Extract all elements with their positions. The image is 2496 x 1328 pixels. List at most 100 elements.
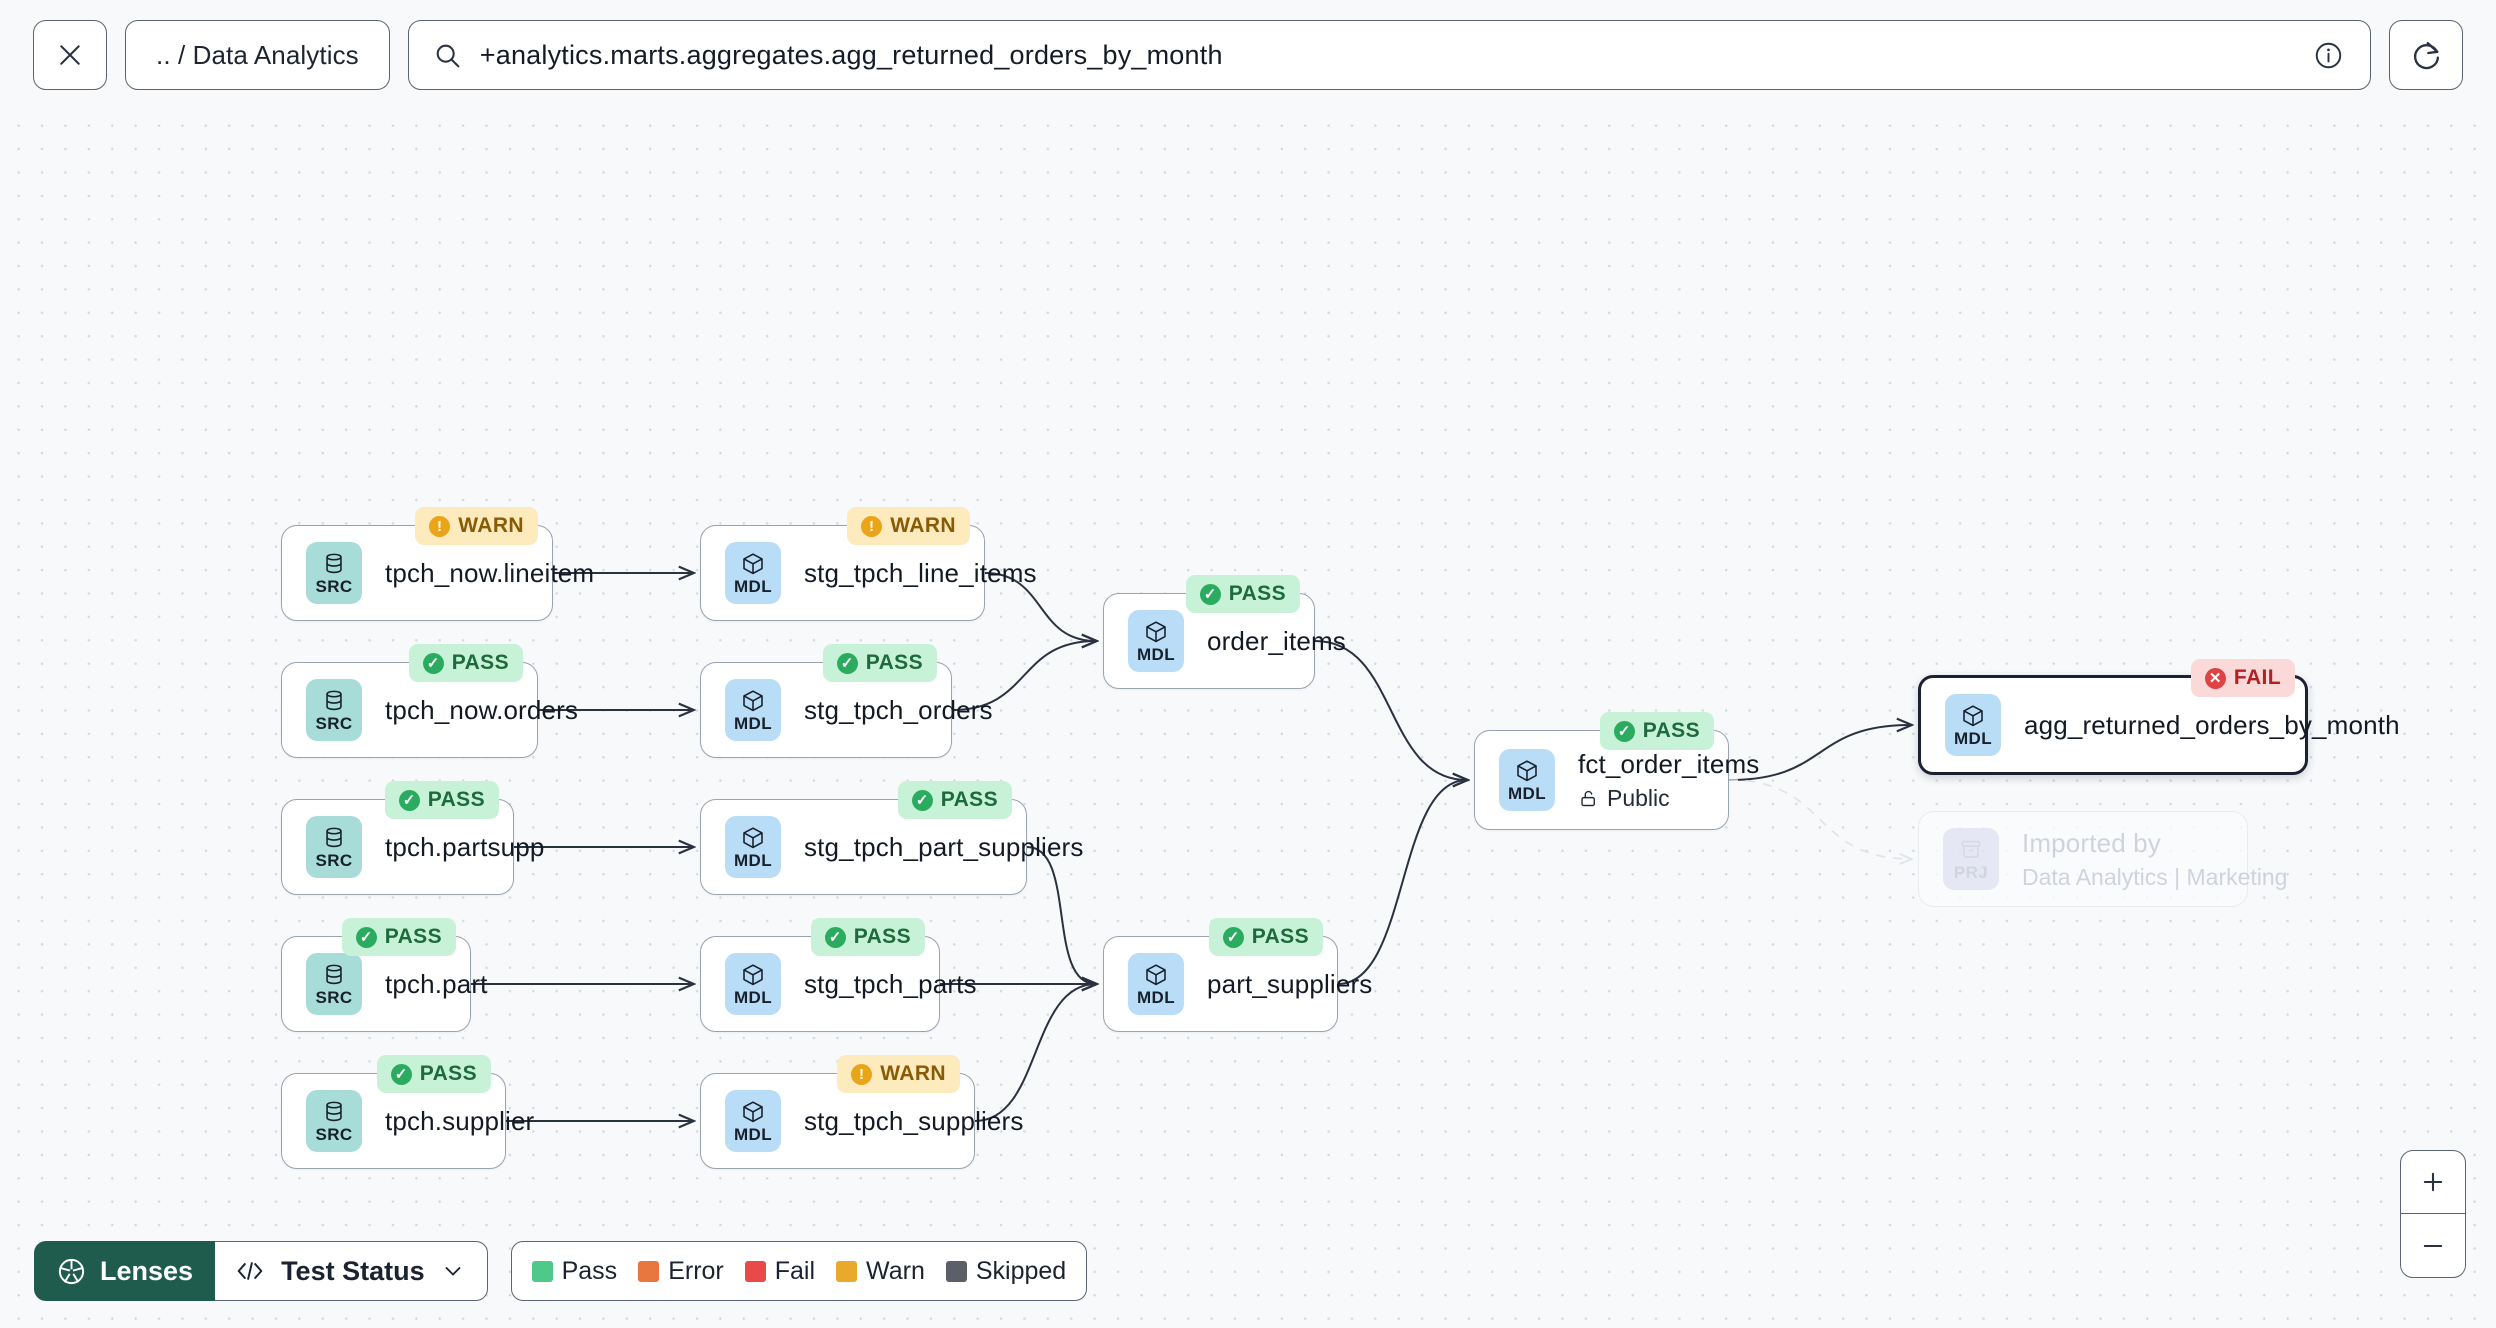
cube-icon: [1146, 621, 1166, 643]
lineage-node-agg_returned_orders_by_month[interactable]: ✕FAIL MDL agg_returned_orders_by_month: [1918, 659, 2400, 775]
lineage-node-stg_tpch_part_suppliers[interactable]: ✓PASS MDL stg_tpch_part_suppliers: [700, 781, 1083, 895]
cube-icon: [743, 964, 763, 986]
node-kind-label: SRC: [315, 851, 353, 870]
lineage-node-tpch_part[interactable]: ✓PASS SRC tpch.part: [281, 918, 487, 1032]
node-status-label: WARN: [890, 514, 956, 537]
lineage-node-tpch_supplier[interactable]: ✓ PASS SRC tpch.supplier: [281, 1055, 534, 1169]
lineage-node-tpch_now_orders[interactable]: ✓PASS SRC tpch_now.orders: [281, 644, 578, 758]
refresh-button[interactable]: [2389, 20, 2463, 90]
lineage-edge-order_items-to-fct_order_items: [1314, 640, 1467, 780]
node-title: tpch.part: [385, 968, 488, 999]
node-status-badge: ✓PASS: [408, 644, 523, 682]
lineage-node-fct_order_items[interactable]: ✓PASS MDL fct_order_items Public: [1474, 712, 1759, 830]
node-title: tpch.partsupp: [385, 831, 545, 862]
legend-item-skipped[interactable]: Skipped: [945, 1256, 1067, 1286]
node-status-label: PASS: [940, 788, 998, 811]
lenses-button[interactable]: Lenses: [34, 1241, 216, 1301]
node-status-label: PASS: [1642, 719, 1700, 742]
status-dot-icon: !: [861, 515, 883, 537]
lineage-edge-stg_tpch_orders-to-order_items: [951, 641, 1096, 711]
zoom-controls: [2400, 1150, 2466, 1278]
legend-label: Pass: [561, 1256, 618, 1285]
status-dot-icon: ✓: [1222, 926, 1244, 948]
lineage-node-imported_by_project: PRJ Imported by Data Analytics | Marketi…: [1918, 811, 2287, 907]
node-kind-chip: SRC: [306, 1090, 362, 1152]
node-kind-label: PRJ: [1953, 863, 1989, 882]
cube-icon: [743, 1101, 763, 1123]
status-dot-icon: ✓: [911, 789, 933, 811]
lineage-edge-fct_order_items-to-agg_returned_orders_by_month: [1728, 725, 1911, 781]
search-input[interactable]: +analytics.marts.aggregates.agg_returned…: [479, 39, 1223, 70]
node-body: part_suppliers: [1207, 969, 1372, 1000]
bottom-toolbar: Lenses Test Status Pass Error Fail Warn: [34, 1241, 1088, 1301]
node-subtitle-label: Data Analytics | Marketing: [2022, 863, 2288, 890]
node-kind-chip: MDL: [725, 816, 781, 878]
status-legend: Pass Error Fail Warn Skipped: [510, 1241, 1088, 1301]
lineage-node-tpch_partsupp[interactable]: ✓PASS SRC tpch.partsupp: [281, 781, 544, 895]
legend-swatch-icon: [531, 1260, 553, 1282]
node-status-label: WARN: [458, 514, 524, 537]
node-status-badge: !WARN: [837, 1055, 960, 1093]
node-body: stg_tpch_parts: [804, 969, 977, 1000]
node-status-label: PASS: [1251, 925, 1309, 948]
node-kind-chip: MDL: [725, 542, 781, 604]
node-status-badge: ✓ PASS: [1208, 918, 1323, 956]
legend-label: Skipped: [975, 1256, 1067, 1285]
node-status-badge: ✓ PASS: [376, 1055, 491, 1093]
cube-icon: [1517, 760, 1537, 782]
status-dot-icon: !: [429, 515, 451, 537]
node-subtitle: Data Analytics | Marketing: [2022, 864, 2287, 891]
node-title: stg_tpch_line_items: [804, 557, 1037, 588]
status-dot-icon: ✓: [422, 652, 444, 674]
node-body: agg_returned_orders_by_month: [2024, 710, 2400, 741]
node-subtitle: Public: [1578, 785, 1759, 812]
minus-icon: [2423, 1244, 2443, 1247]
lineage-node-part_suppliers[interactable]: ✓PASS MDL part_suppliers: [1103, 918, 1372, 1032]
legend-item-fail[interactable]: Fail: [744, 1257, 815, 1286]
node-body: tpch.supplier: [385, 1106, 534, 1137]
legend-item-warn[interactable]: Warn: [836, 1257, 925, 1286]
node-kind-chip: PRJ: [1943, 828, 1999, 890]
node-body: tpch.partsupp: [385, 832, 545, 863]
node-status-badge: ✓PASS: [1185, 575, 1300, 613]
legend-item-pass[interactable]: Pass: [531, 1256, 618, 1286]
zoom-in-button[interactable]: [2401, 1151, 2465, 1214]
node-body: stg_tpch_line_items: [804, 558, 1037, 589]
info-icon[interactable]: [2313, 40, 2344, 71]
legend-item-error[interactable]: Error: [638, 1257, 724, 1286]
node-status-label: PASS: [419, 1062, 477, 1085]
lineage-canvas[interactable]: ! WARN SRC tpch_now.lineitem ✓ PASS SRC: [0, 110, 2496, 1328]
cube-icon: [743, 827, 763, 849]
lineage-node-stg_tpch_parts[interactable]: ✓PASS MDL stg_tpch_parts: [700, 918, 977, 1032]
node-status-badge: ! WARN: [415, 507, 538, 545]
status-dot-icon: !: [851, 1063, 873, 1085]
database-icon: [326, 1101, 342, 1122]
status-dot-icon: ✓: [824, 926, 846, 948]
chevron-down-icon: [445, 1267, 460, 1276]
lineage-node-stg_tpch_orders[interactable]: ✓PASS MDL stg_tpch_orders: [700, 644, 993, 758]
zoom-out-button[interactable]: [2401, 1214, 2465, 1277]
test-status-dropdown[interactable]: Test Status: [215, 1241, 488, 1301]
node-kind-label: SRC: [315, 577, 353, 596]
node-kind-label: MDL: [733, 851, 773, 870]
lineage-node-tpch_now_lineitem[interactable]: ! WARN SRC tpch_now.lineitem: [281, 507, 594, 621]
plus-icon: [2423, 1172, 2443, 1192]
edge-layer: [471, 110, 2496, 1328]
node-title: stg_tpch_orders: [804, 694, 993, 725]
status-dot-icon: ✓: [1199, 583, 1221, 605]
node-title: tpch_now.lineitem: [385, 557, 595, 588]
status-dot-icon: ✓: [390, 1063, 412, 1085]
lineage-node-order_items[interactable]: ✓PASS MDL order_items: [1103, 575, 1346, 689]
breadcrumb[interactable]: .. / Data Analytics: [125, 20, 390, 90]
test-status-label: Test Status: [281, 1255, 425, 1286]
lineage-node-stg_tpch_line_items[interactable]: ! WARN MDL stg_tpch_line_items: [700, 507, 1037, 621]
close-button[interactable]: [33, 20, 107, 90]
node-kind-chip: SRC: [306, 542, 362, 604]
node-title: fct_order_items: [1578, 748, 1760, 779]
aperture-icon: [58, 1258, 85, 1284]
refresh-icon: [2413, 41, 2439, 69]
status-dot-icon: ✕: [2204, 667, 2226, 689]
search-bar[interactable]: +analytics.marts.aggregates.agg_returned…: [407, 20, 2371, 90]
lineage-node-stg_tpch_suppliers[interactable]: !WARN MDL stg_tpch_suppliers: [700, 1055, 1023, 1169]
node-kind-chip: MDL: [1128, 610, 1184, 672]
